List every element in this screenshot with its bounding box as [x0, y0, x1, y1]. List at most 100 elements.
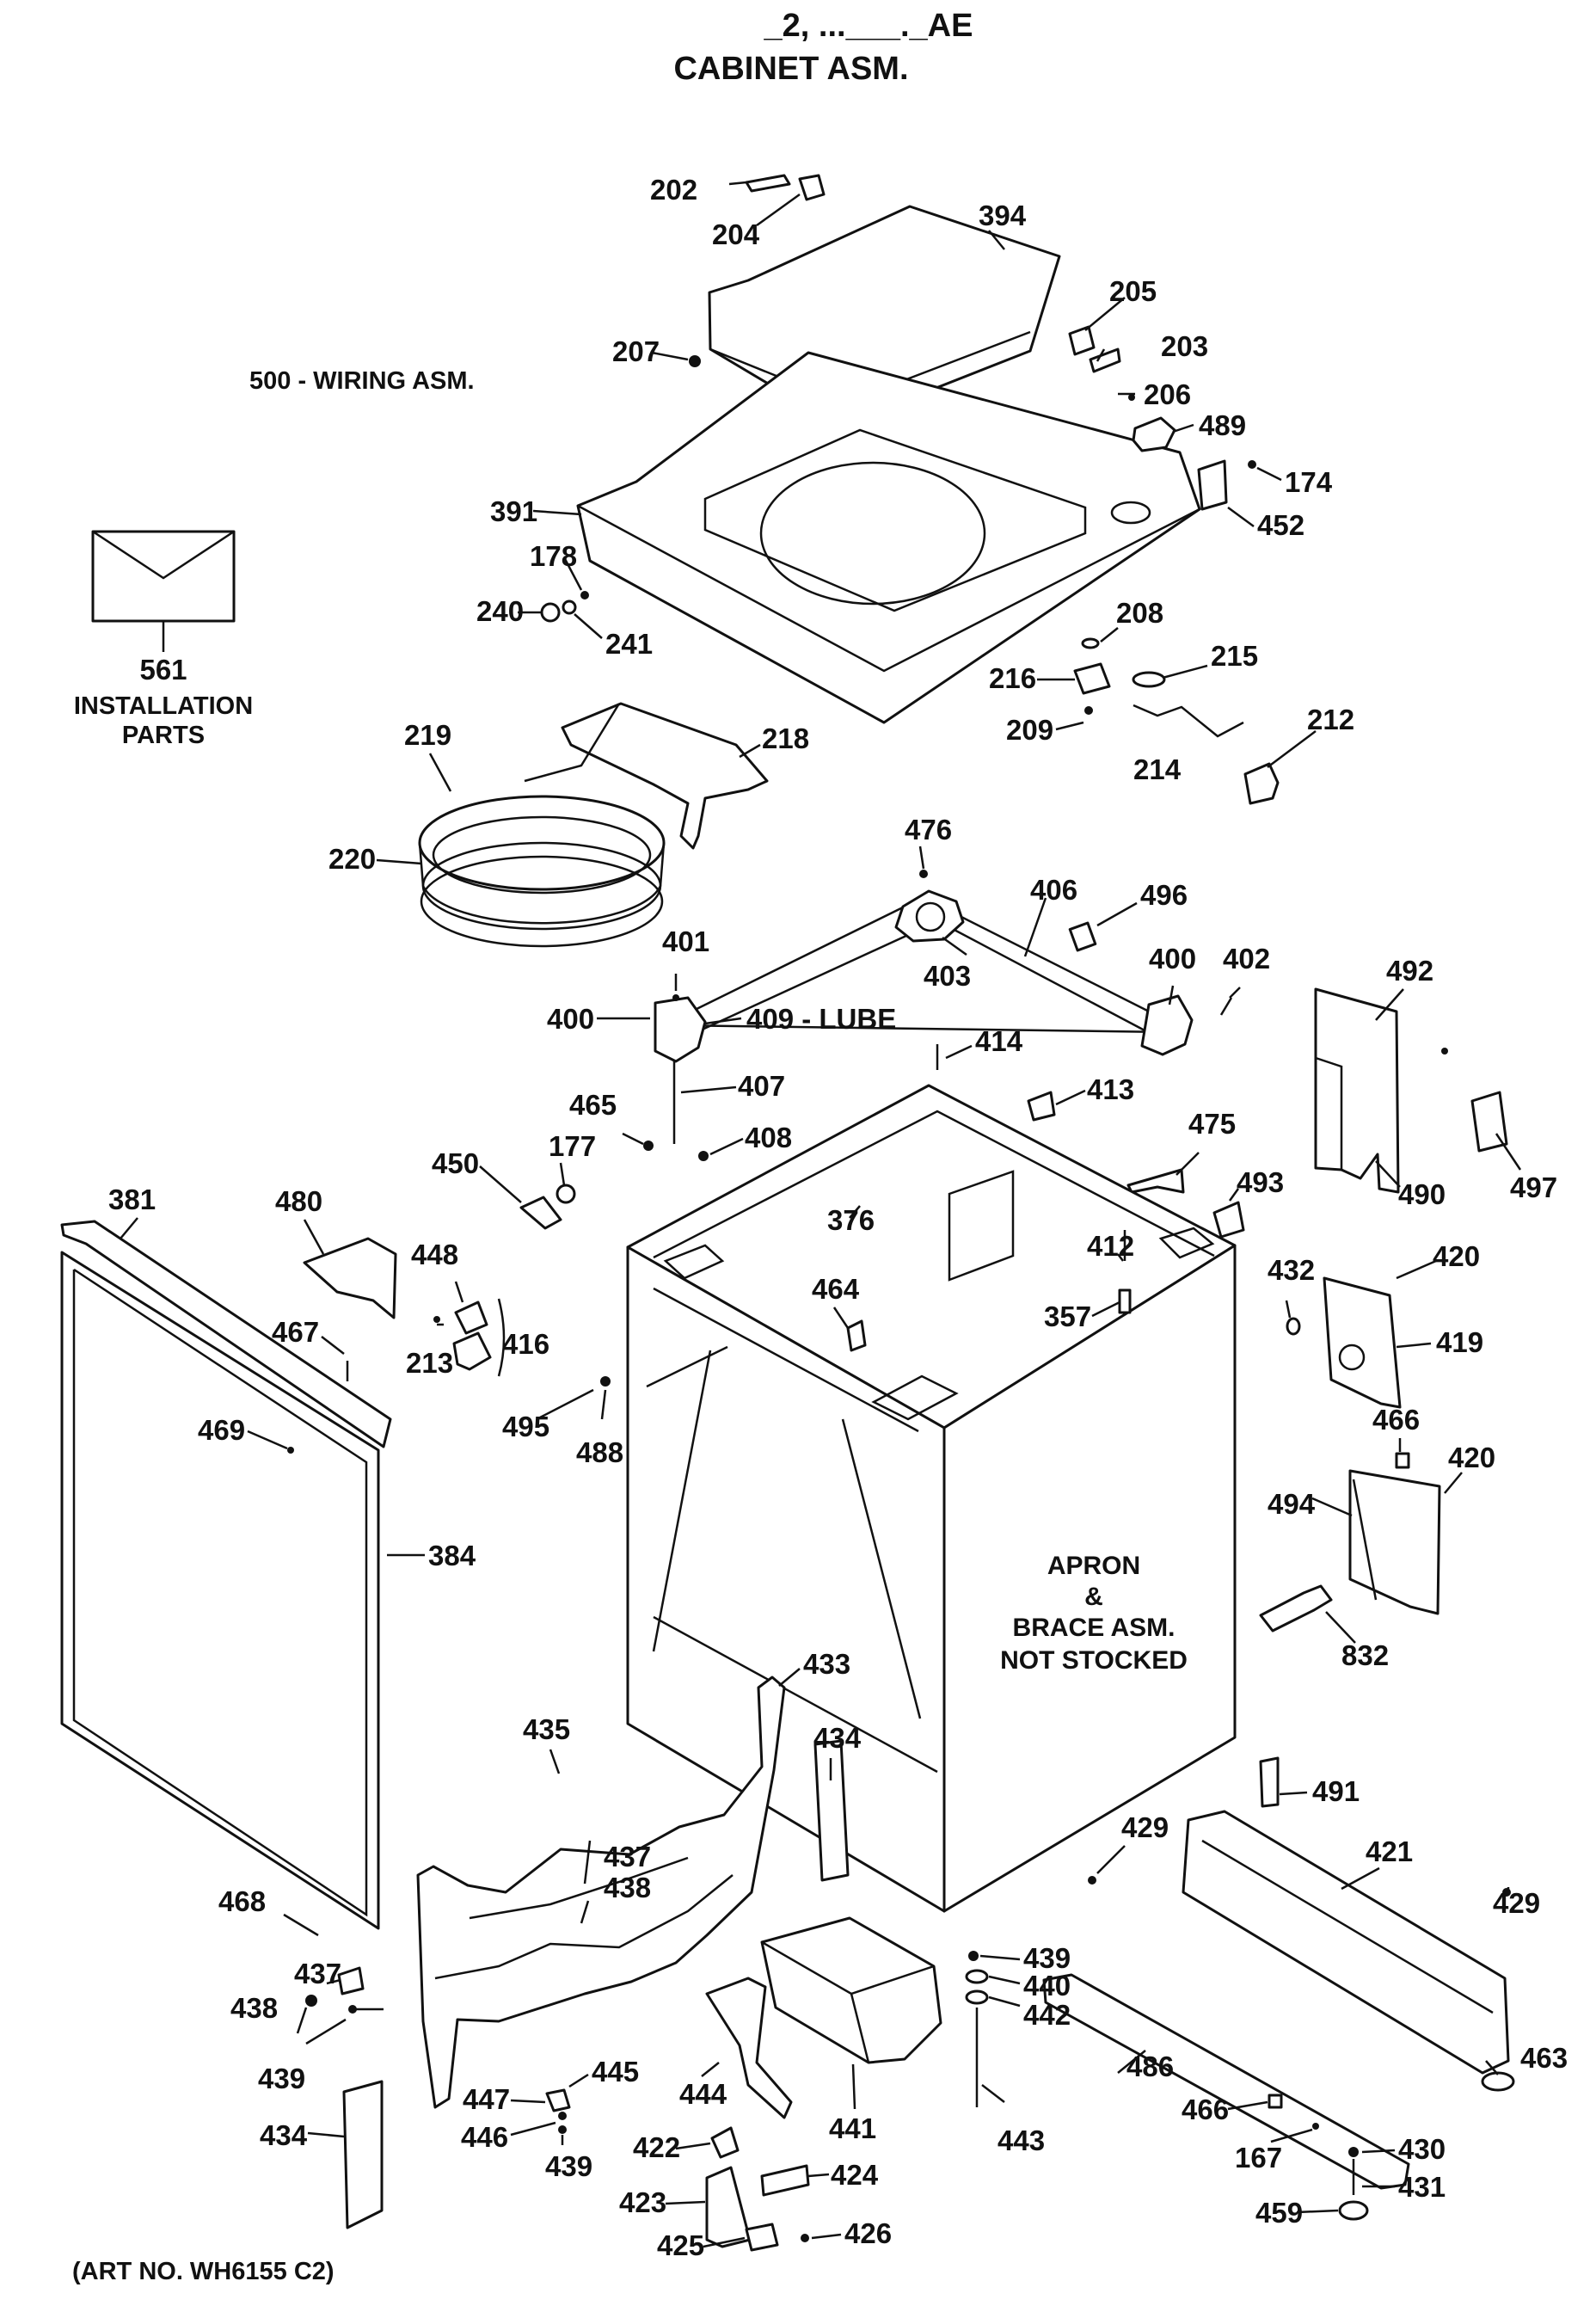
valve-416	[452, 1298, 506, 1377]
callout-213: 213	[406, 1347, 453, 1379]
switch-493	[1212, 1201, 1245, 1239]
box-441	[760, 1916, 942, 2064]
callout-labels: 202 204 394 205 203 206 207 489 174 452 …	[108, 174, 1568, 2261]
screw-174	[1248, 460, 1256, 469]
callout-216: 216	[989, 662, 1036, 694]
bracket-491	[1259, 1756, 1280, 1808]
callout-442: 442	[1023, 1999, 1071, 2031]
washer-440	[965, 1969, 989, 1984]
callout-443: 443	[998, 2124, 1045, 2156]
callout-419: 419	[1436, 1326, 1483, 1358]
plate-216	[1073, 662, 1111, 695]
callout-445: 445	[592, 2056, 639, 2088]
callout-177: 177	[549, 1130, 596, 1162]
callout-420-upper: 420	[1433, 1240, 1480, 1272]
rail-486	[1042, 1973, 1410, 2190]
callout-406: 406	[1030, 874, 1077, 906]
callout-480: 480	[275, 1185, 322, 1217]
clip-466	[1395, 1452, 1410, 1469]
callout-220: 220	[328, 843, 376, 875]
callout-496: 496	[1140, 879, 1188, 911]
bumper-423	[705, 2166, 752, 2248]
title-fragment: _2, ...___._AE	[764, 8, 973, 44]
bracket-434-lower	[342, 2080, 384, 2229]
callout-215: 215	[1211, 640, 1258, 672]
callout-440: 440	[1023, 1970, 1071, 2001]
callout-490: 490	[1398, 1178, 1446, 1210]
callout-212: 212	[1307, 704, 1354, 735]
apron-note-line3: BRACE ASM.	[1013, 1614, 1176, 1642]
clamp-424	[760, 2164, 810, 2197]
grommet-177	[556, 1184, 576, 1204]
screw-209	[1084, 706, 1093, 715]
callout-430: 430	[1398, 2133, 1446, 2165]
callout-448: 448	[411, 1239, 458, 1270]
hose-832	[1259, 1584, 1333, 1633]
callout-218: 218	[762, 722, 809, 754]
hinge-203	[1089, 347, 1121, 373]
clip-466b	[1268, 2094, 1283, 2109]
callout-497: 497	[1510, 1171, 1557, 1203]
grommet-208	[1081, 637, 1100, 649]
callout-240: 240	[476, 595, 524, 627]
callout-434-lower: 434	[260, 2119, 308, 2151]
knob-489	[1132, 416, 1176, 452]
callout-219: 219	[404, 719, 451, 751]
callout-403: 403	[924, 960, 971, 992]
callout-434-upper: 434	[813, 1722, 862, 1754]
tub-ring-219-220	[418, 795, 666, 948]
callout-407: 407	[738, 1070, 785, 1102]
bumper-204	[798, 174, 826, 201]
grommet-240	[540, 602, 561, 623]
callout-203: 203	[1161, 330, 1208, 362]
switch-212	[1243, 762, 1280, 805]
plate-475	[1126, 1168, 1185, 1194]
cabinet-apron	[626, 1084, 1237, 1913]
screw-446	[558, 2112, 567, 2120]
callout-832: 832	[1341, 1639, 1389, 1671]
callout-422: 422	[633, 2131, 680, 2163]
callout-209: 209	[1006, 714, 1053, 746]
callout-174: 174	[1285, 466, 1333, 498]
callout-391: 391	[490, 495, 537, 527]
callout-447: 447	[463, 2083, 510, 2115]
callout-441: 441	[829, 2112, 876, 2144]
callout-439-left: 439	[258, 2063, 305, 2094]
hinge-202	[745, 174, 791, 193]
clip-450	[519, 1196, 562, 1230]
callout-493: 493	[1237, 1166, 1284, 1198]
callout-446: 446	[461, 2121, 508, 2153]
callout-208: 208	[1116, 597, 1163, 629]
top-cover-391	[576, 351, 1201, 724]
callout-433: 433	[803, 1648, 850, 1680]
callout-466-upper: 466	[1372, 1404, 1420, 1436]
callout-420-lower: 420	[1448, 1442, 1495, 1473]
callout-376: 376	[827, 1204, 875, 1236]
apron-note-line2: &	[1084, 1583, 1103, 1611]
bracket-218	[524, 702, 769, 850]
callout-384: 384	[428, 1540, 476, 1571]
callout-476: 476	[905, 814, 952, 845]
foot-459	[1338, 2200, 1369, 2221]
callout-463: 463	[1520, 2042, 1568, 2074]
cover-494	[1348, 1469, 1441, 1615]
nut-430	[1348, 2147, 1359, 2157]
callout-450: 450	[432, 1147, 479, 1179]
callout-400-right: 400	[1149, 943, 1196, 975]
envelope-icon	[91, 530, 236, 652]
callout-394: 394	[979, 200, 1027, 231]
callout-495: 495	[502, 1411, 549, 1442]
callout-414: 414	[975, 1025, 1023, 1057]
callout-408: 408	[745, 1122, 792, 1153]
bracket-480	[303, 1237, 397, 1319]
callout-439-center: 439	[1023, 1942, 1071, 1974]
callout-439-bottom: 439	[545, 2150, 592, 2182]
ring-215	[1132, 671, 1166, 688]
base-frame-433	[416, 1676, 786, 2109]
callout-468: 468	[218, 1885, 266, 1917]
callout-452: 452	[1257, 509, 1304, 541]
clip-464	[846, 1319, 867, 1352]
callout-438-lower: 438	[230, 1992, 278, 2024]
bracket-419	[1323, 1276, 1402, 1409]
callout-205: 205	[1109, 275, 1157, 307]
